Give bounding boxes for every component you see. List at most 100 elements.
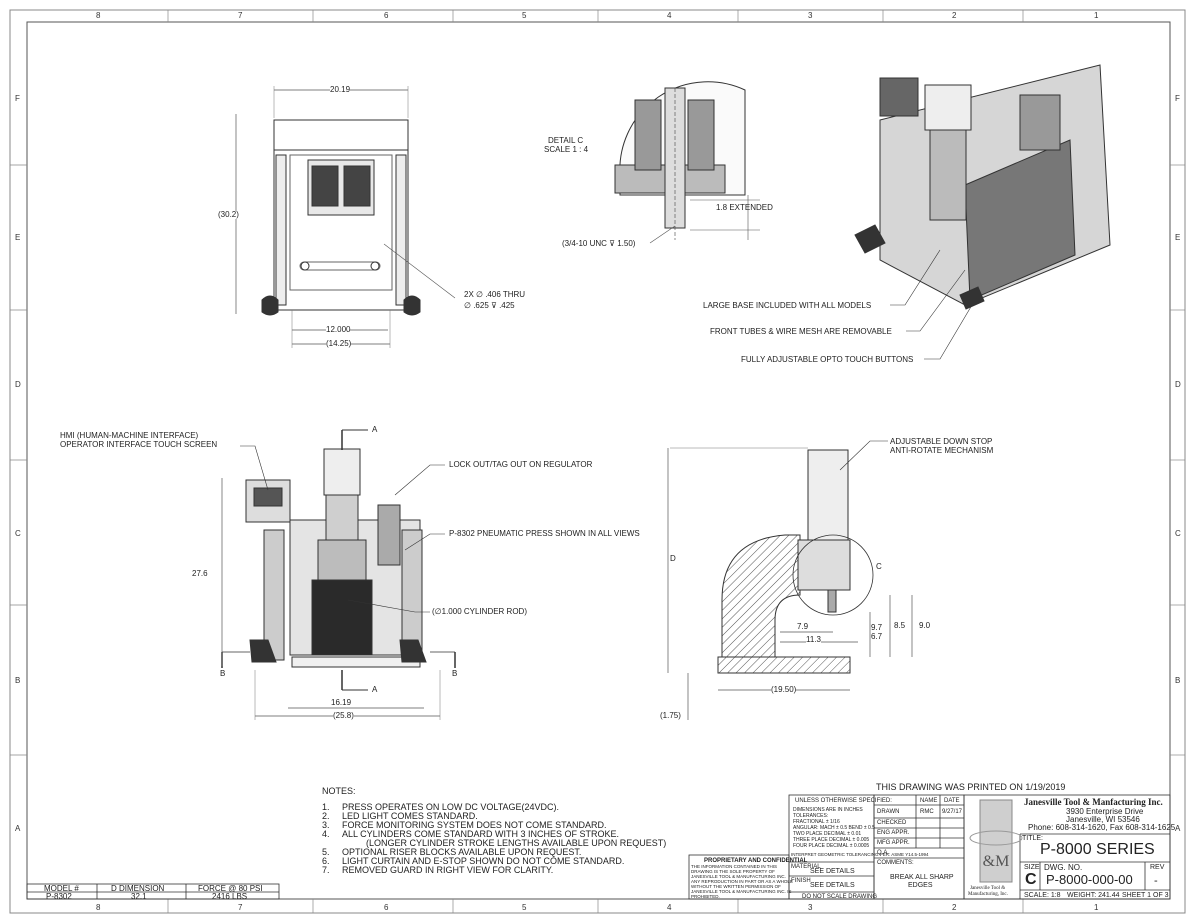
note-num: 6. — [322, 856, 330, 866]
downstop-label-2: ANTI-ROTATE MECHANISM — [890, 446, 994, 455]
table-header: MODEL # — [44, 884, 79, 893]
section-view — [667, 440, 913, 720]
zone-label: A — [1175, 824, 1181, 833]
finish-label: FINISH — [791, 878, 811, 884]
finish-value: SEE DETAILS — [810, 882, 855, 889]
zone-label: C — [1175, 529, 1181, 538]
col-name: NAME — [920, 798, 938, 804]
dim-height: (30.2) — [218, 210, 239, 219]
note-text: ALL CYLINDERS COME STANDARD WITH 3 INCHE… — [342, 829, 620, 839]
zone-label: B — [15, 676, 21, 685]
section-dim-1950: (19.50) — [771, 685, 797, 694]
detail-extended: 1.8 EXTENDED — [716, 203, 773, 212]
press-label: P-8302 PNEUMATIC PRESS SHOWN IN ALL VIEW… — [449, 529, 640, 538]
note-num: 1. — [322, 802, 330, 812]
no-scale-label: DO NOT SCALE DRAWING — [802, 894, 878, 900]
callout-base: LARGE BASE INCLUDED WITH ALL MODELS — [703, 301, 872, 310]
proprietary-line: WITHOUT THE WRITTEN PERMISSION OF — [691, 884, 781, 889]
top-view-outline — [273, 119, 409, 311]
tol-line: DIMENSIONS ARE IN INCHES — [793, 807, 863, 813]
title-label: TITLE: — [1022, 835, 1044, 842]
downstop-label-1: ADJUSTABLE DOWN STOP — [890, 437, 993, 446]
tol-line: TOLERANCES: — [793, 813, 829, 819]
unless-label: UNLESS OTHERWISE SPECIFIED: — [795, 798, 892, 804]
tol-line: FOUR PLACE DECIMAL ± 0.0005 — [793, 843, 870, 849]
zone-label: 7 — [238, 903, 243, 912]
zone-label: F — [15, 94, 20, 103]
proprietary-line: DRAWING IS THE SOLE PROPERTY OF — [691, 869, 775, 874]
logo-caption-2: Manufacturing, Inc. — [968, 892, 1008, 897]
front-dim-base: 16.19 — [331, 698, 352, 707]
size-label: SIZE — [1024, 864, 1040, 871]
printed-date: THIS DRAWING WAS PRINTED ON 1/19/2019 — [876, 782, 1066, 792]
material-label: MATERIAL — [791, 864, 821, 870]
outer-frame — [9, 9, 1186, 914]
zone-label: D — [1175, 380, 1181, 389]
section-dim-175: (1.75) — [660, 711, 681, 720]
hole-note-2: ∅ .625 ⊽ .425 — [464, 301, 515, 310]
company-logo: &M — [969, 799, 1023, 883]
proprietary-line: JANESVILLE TOOL & MANUFACTURING INC. — [691, 874, 786, 879]
section-a-top: A — [372, 425, 378, 434]
tol-line: FRACTIONAL ± 1/16 — [793, 819, 840, 825]
note-num: 4. — [322, 829, 330, 839]
section-dim-85: 8.5 — [894, 621, 906, 630]
zone-label: 2 — [952, 903, 957, 912]
zone-ticks — [10, 10, 1185, 913]
note-num: 7. — [322, 865, 330, 875]
note-text: (LONGER CYLINDER STROKE LENGTHS AVAILABL… — [366, 838, 667, 848]
phone-fax: Phone: 608-314-1620, Fax 608-314-1625 — [1028, 823, 1176, 832]
section-a-bottom: A — [372, 685, 378, 694]
note-text: PRESS OPERATES ON LOW DC VOLTAGE(24VDC). — [342, 802, 560, 812]
dim-width: 20.19 — [330, 85, 351, 94]
note-num: 3. — [322, 820, 330, 830]
callout-tubes: FRONT TUBES & WIRE MESH ARE REMOVABLE — [710, 327, 892, 336]
dim-outer: (14.25) — [326, 339, 352, 348]
zone-label: 2 — [952, 11, 957, 20]
front-dim-total: (25.8) — [333, 711, 354, 720]
zone-label: 7 — [238, 11, 243, 20]
drawing-title: P-8000 SERIES — [1040, 841, 1155, 858]
tol-line: THREE PLACE DECIMAL ± 0.005 — [793, 837, 870, 843]
break-edges-2: EDGES — [908, 882, 933, 889]
section-dim-90: 9.0 — [919, 621, 931, 630]
material-value: SEE DETAILS — [810, 868, 855, 875]
note-num: 5. — [322, 847, 330, 857]
drawn-name: RMC — [920, 809, 934, 815]
zone-label: B — [1175, 676, 1181, 685]
zone-label: 5 — [522, 903, 527, 912]
front-view — [221, 429, 456, 720]
sheet-label: SHEET 1 OF 3 — [1122, 892, 1169, 899]
note-text: FORCE MONITORING SYSTEM DOES NOT COME ST… — [342, 820, 607, 830]
zone-label: 4 — [667, 11, 672, 20]
section-dim-d: D — [670, 554, 676, 563]
zone-label: A — [15, 824, 21, 833]
hole-note-1: 2X ∅ .406 THRU — [464, 290, 526, 299]
tol-line: TWO PLACE DECIMAL ± 0.01 — [793, 831, 862, 837]
size-value: C — [1025, 871, 1037, 888]
proprietary-line: ANY REPRODUCTION IN PART OR AS A WHOLE — [691, 879, 793, 884]
model-table-lines — [26, 883, 280, 900]
zone-label: D — [15, 380, 21, 389]
table-cell: P-8302 — [46, 892, 72, 901]
eng-label: ENG APPR. — [877, 830, 910, 836]
note-text: LED LIGHT COMES STANDARD. — [342, 811, 478, 821]
rev-label: REV — [1150, 864, 1165, 871]
section-dim-67: 6.7 — [871, 632, 883, 641]
proprietary-line: JANESVILLE TOOL & MANUFACTURING INC. IS — [691, 889, 792, 894]
detail-scale: SCALE 1 : 4 — [544, 145, 589, 154]
table-header: FORCE @ 80 PSI — [198, 884, 263, 893]
mfg-label: MFG APPR. — [877, 840, 910, 846]
proprietary-line: PROHIBITED. — [691, 894, 720, 899]
svg-text:&M: &M — [983, 853, 1010, 870]
detail-c-view — [614, 81, 760, 244]
comments-label: COMMENTS: — [877, 860, 914, 866]
zone-label: 3 — [808, 903, 813, 912]
rod-label: (∅1.000 CYLINDER ROD) — [432, 607, 527, 616]
top-view — [235, 86, 456, 348]
zone-label: C — [15, 529, 21, 538]
isometric-view — [854, 64, 1111, 360]
proprietary-title: PROPRIETARY AND CONFIDENTIAL — [704, 858, 808, 864]
section-label-c: C — [876, 562, 882, 571]
drawn-date: 9/27/17 — [942, 809, 963, 815]
